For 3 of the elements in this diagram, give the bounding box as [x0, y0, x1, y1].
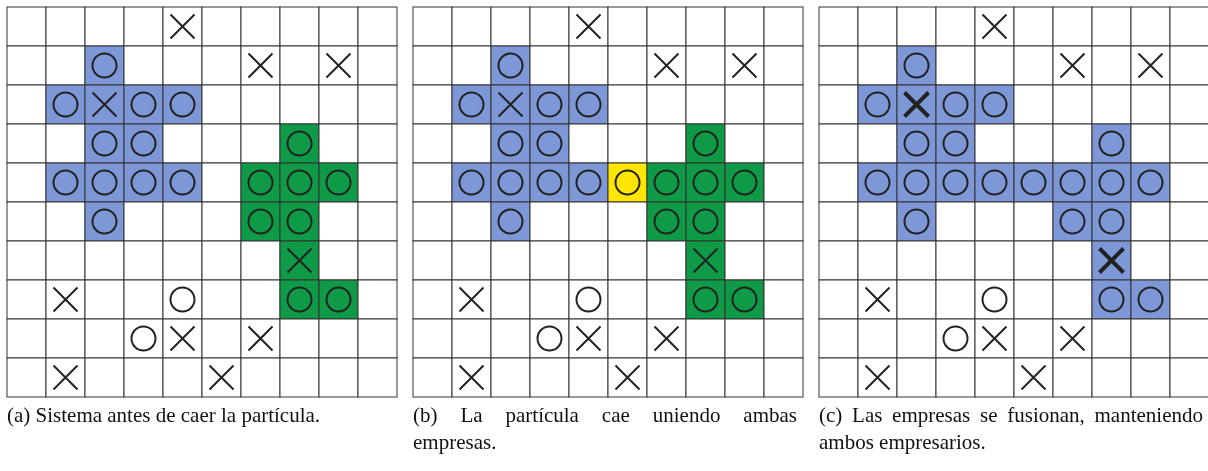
figure-caption: (c) Las empresas se fusionan, manteniendo ambos empresarios. [819, 402, 1203, 456]
figure-caption: (a) Sistema antes de caer la partícula. [7, 402, 322, 429]
figure-caption: (b) La partícula cae uniendo ambas empresas. [413, 402, 797, 456]
